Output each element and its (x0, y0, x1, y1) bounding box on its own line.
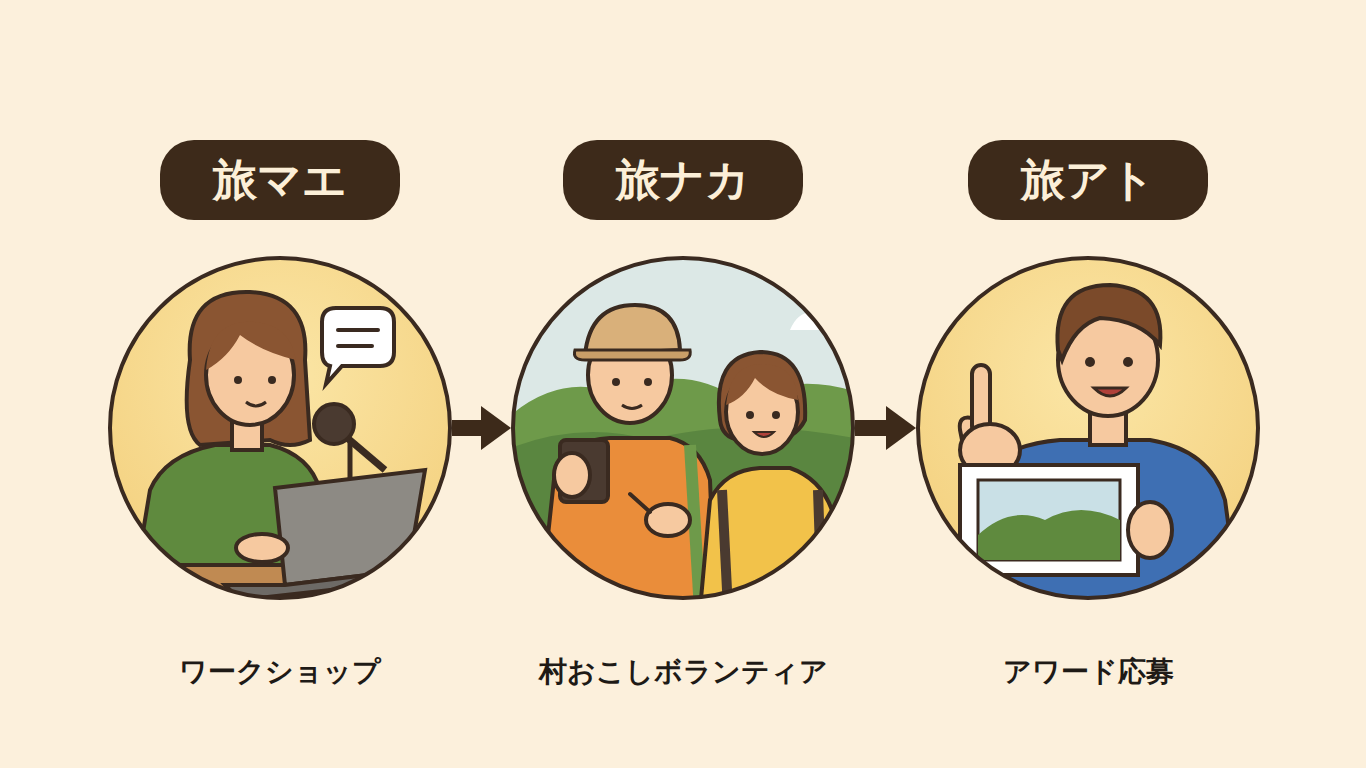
award-scene (910, 250, 1270, 610)
flow-arrow (855, 406, 916, 450)
stage-label: 旅アト (968, 140, 1208, 220)
stage-circle: 旅アトアワード応募 (916, 256, 1260, 600)
stage-circle: 旅マエワークショップ (108, 256, 452, 600)
flow-arrow (452, 406, 511, 450)
stage-caption: ワークショップ (179, 655, 381, 689)
stage-caption: 村おこしボランティア (539, 655, 828, 689)
stage-label: 旅マエ (160, 140, 400, 220)
stage-circle: 旅ナカ村おこしボランティア (511, 256, 855, 600)
stage-label: 旅ナカ (563, 140, 803, 220)
workshop-scene (100, 250, 460, 625)
stage-caption: アワード応募 (1003, 655, 1174, 689)
volunteer-scene (505, 250, 865, 610)
